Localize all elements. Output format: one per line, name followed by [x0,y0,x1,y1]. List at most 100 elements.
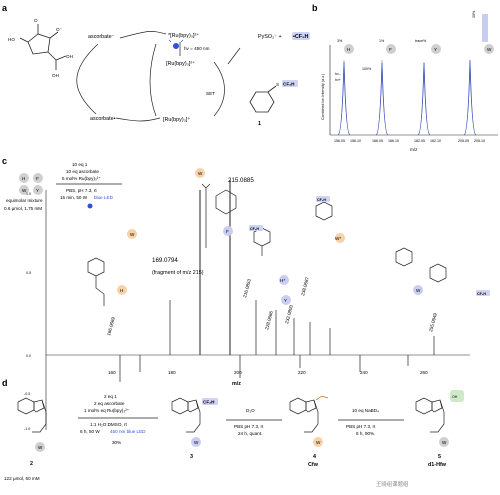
svg-text:H: H [22,176,25,181]
svg-text:Y: Y [36,188,39,193]
svg-text:205.10: 205.10 [474,139,485,143]
d-cf2h-3 [202,398,218,405]
svg-text:205.05: 205.05 [458,139,469,143]
svg-text:CF₂H: CF₂H [203,400,215,405]
b-peak-f: F 1% [379,39,396,54]
svg-text:blue LED: blue LED [94,195,114,200]
svg-text:1.0: 1.0 [26,192,31,196]
reagent-number: 1 [258,121,261,127]
set-label: SET [206,91,215,96]
d-badge-5 [439,437,449,447]
b-peak-w: W 30% [472,10,494,54]
peak-169: 169.0794 [152,257,178,264]
panel-label-b: b [312,3,318,13]
badge-h-star [279,275,289,285]
c-xticks: 160 180 200 220 240 260 [108,370,428,375]
cf2h-highlight-h [316,196,330,202]
bulb-icon [87,203,93,209]
svg-text:156.05: 156.05 [334,139,345,143]
svg-text:W: W [22,188,27,193]
svg-text:D₂O: D₂O [246,408,255,413]
svg-text:182.10: 182.10 [430,139,441,143]
svg-text:-1.0: -1.0 [24,427,30,431]
d-structure-3 [171,397,201,433]
svg-text:166.10: 166.10 [388,139,399,143]
svg-text:220: 220 [298,370,306,375]
svg-text:Y: Y [284,298,287,303]
svg-text:F: F [389,47,392,52]
c-conditions: 10 eq 1 10 eq ascorbate 5 mol% Ru(bpy)₃²… [60,162,114,200]
peak-255: 255.0949 [428,312,438,332]
svg-text:W: W [130,232,135,237]
badge-w-215 [195,168,205,178]
ascorbate-minus: ascorbate⁻ [88,34,115,40]
d-compound-2-note: 122 µmol, 60 mM [4,476,40,481]
d-conditions-1: 2 eq 1 2 eq ascorbate 1 mol% eq Ru(bpy)₃… [80,394,146,445]
svg-text:240: 240 [360,370,368,375]
watermark: 王晓组课题组 [376,480,409,488]
badge-w-169 [127,229,137,239]
d-compound-2: 2 [30,461,33,467]
cf2h-highlight-f [249,225,263,231]
catalytic-cycle-arrows [76,31,241,122]
svg-text:1%: 1% [379,39,385,43]
fragment-note: (fragment of m/z 215) [152,270,204,276]
d-compound-4-name: Cfw [308,462,319,468]
c-yticks: 1.0 0.5 0.0 -0.5 -1.0 [24,192,31,431]
ms-spectrum-c [45,180,470,430]
svg-text:OH: OH [66,54,73,59]
svg-text:15 min, 50 W: 15 min, 50 W [60,195,88,200]
svg-text:182.05: 182.05 [414,139,425,143]
svg-text:W: W [416,288,421,293]
cf2h-radical: •CF₂H [293,34,308,40]
svg-text:W: W [442,440,447,445]
svg-text:180: 180 [168,370,176,375]
b-ticks: 156.05 156.10 166.05 166.10 182.05 182.1… [334,139,485,143]
radical-highlight [292,32,310,40]
svg-text:W: W [316,440,321,445]
svg-text:OH: OH [452,395,458,399]
svg-text:W: W [194,440,199,445]
b-xlabel: m/z [410,147,418,152]
badge-f [223,226,233,236]
svg-text:1 mol% eq Ru(bpy)₃²⁺: 1 mol% eq Ru(bpy)₃²⁺ [84,408,130,413]
svg-text:0.0: 0.0 [26,354,31,358]
d-badge-3 [191,437,201,447]
d-compound-5: 5 [438,454,441,460]
d-conditions-2: D₂O PBS pH 7.3, rt 24 h, quant. [234,408,264,436]
ascorbate-radical: ascorbate• [90,116,116,122]
peak-215: 215.0885 [228,177,254,184]
legend-hv-plus: hν+ [335,78,341,82]
b-peak-y: Y trace% [415,39,441,54]
svg-text:6 h, 50 W: 6 h, 50 W [80,429,100,434]
svg-text:6 h, 90%.: 6 h, 90%. [356,431,375,436]
svg-text:HO: HO [8,37,15,42]
svg-text:CF₂H: CF₂H [317,198,326,202]
svg-text:2 eq 1: 2 eq 1 [104,394,117,399]
svg-text:450 nm blue LED: 450 nm blue LED [110,429,146,434]
svg-text:CF₂H: CF₂H [477,292,486,296]
svg-text:156.10: 156.10 [350,139,361,143]
d-compound-4: 4 [313,454,316,460]
svg-text:W: W [38,445,43,450]
b-ylabel: Combined Ion Intensity (a.u.) [321,74,325,120]
svg-text:W: W [198,171,203,176]
panel-label-a: a [2,3,8,13]
svg-text:200: 200 [234,370,242,375]
svg-text:trace%: trace% [415,39,427,43]
svg-text:260: 260 [420,370,428,375]
svg-text:Y: Y [434,47,437,52]
d-badge-2 [35,442,45,452]
svg-text:PBS pH 7.3, rt: PBS pH 7.3, rt [234,424,264,429]
peak-216: 216.0853 [242,278,252,298]
c-amino-badges: H F Y W [19,173,43,195]
svg-text:10 eq NaBD₄: 10 eq NaBD₄ [352,408,379,413]
panel-label-d: d [2,378,8,388]
peak-228: 228.0666 [264,310,274,330]
reagent-1-structure [249,85,277,113]
svg-text:-0.5: -0.5 [24,392,30,396]
d-compound-5-name: d1-Hfw [428,462,447,468]
svg-text:10 eq 1: 10 eq 1 [72,162,88,167]
ru-2plus: [Ru(bpy)₃]²⁺ [166,61,195,67]
